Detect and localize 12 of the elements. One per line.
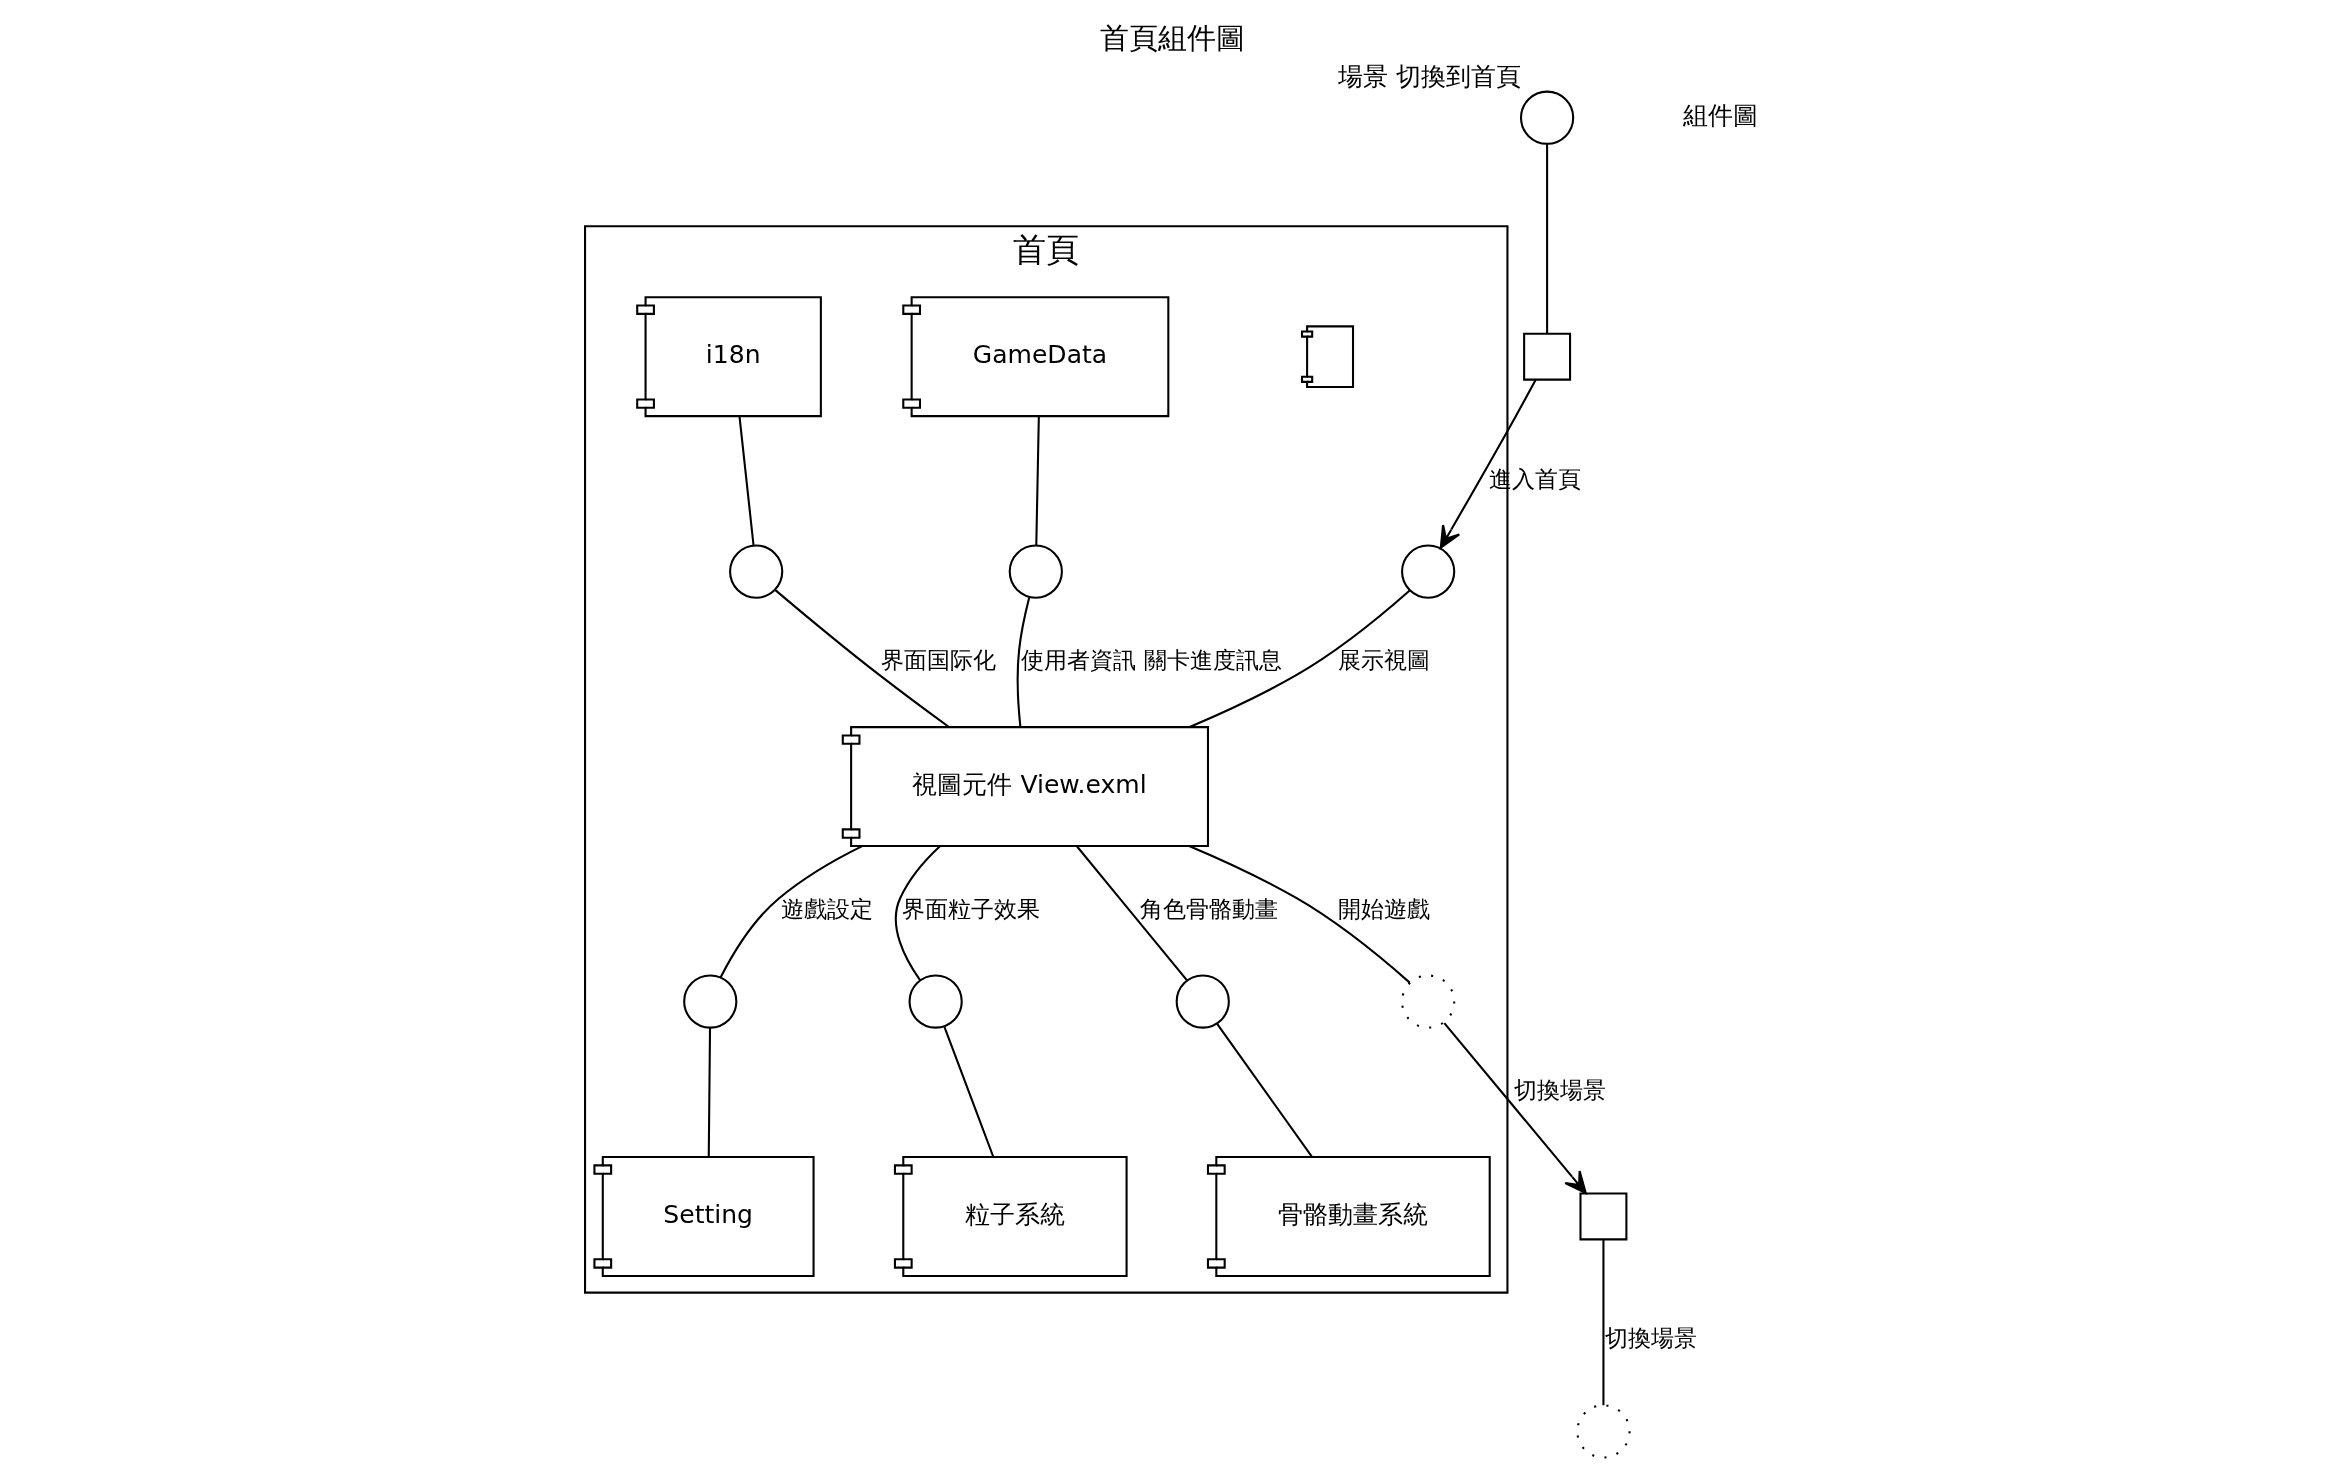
edge-label: 角色骨骼動畫 [1139, 895, 1278, 922]
edge-label: 切換場景 [1604, 1325, 1697, 1352]
edge-label: 界面粒子效果 [901, 895, 1040, 922]
edge-label: 開始遊戲 [1337, 895, 1430, 922]
edge-label: 切換場景 [1513, 1077, 1606, 1104]
edge-label: 使用者資訊 關卡進度訊息 [1020, 647, 1282, 674]
edge-label: 界面国际化 [880, 647, 996, 674]
label: 組件圖 [1682, 101, 1758, 131]
node-label: 場景 切換到首頁 [1337, 61, 1521, 91]
edge-label: 遊戲設定 [780, 895, 873, 922]
edge-label: 展示視圖 [1337, 647, 1430, 674]
diagram-title: 首頁組件圖 [1099, 21, 1245, 56]
